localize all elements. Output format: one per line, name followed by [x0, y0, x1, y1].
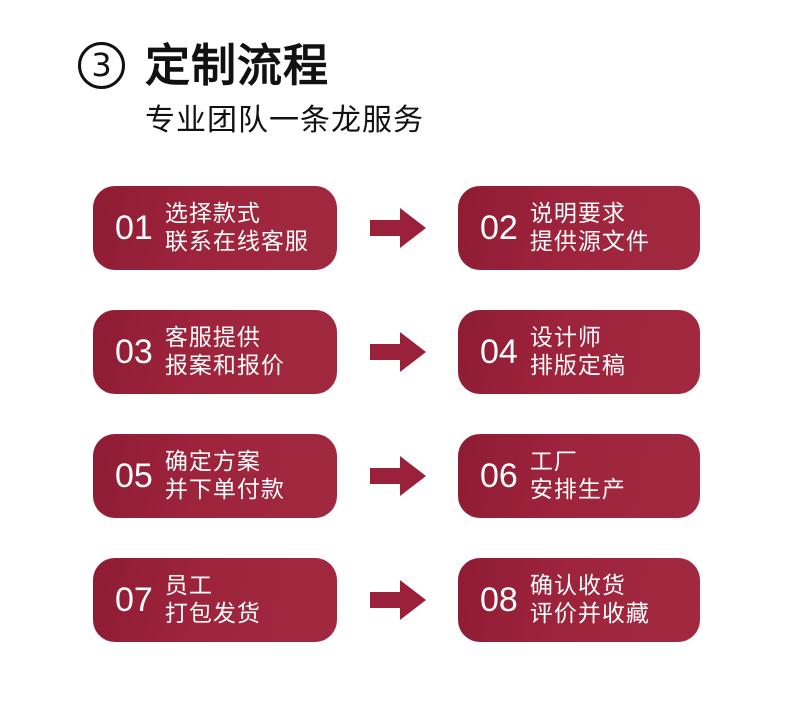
step-number: 08 — [480, 581, 518, 619]
step-box-04[interactable]: 04 设计师 排版定稿 — [458, 310, 700, 394]
step-box-06[interactable]: 06 工厂 安排生产 — [458, 434, 700, 518]
step-label-line1: 确认收货 — [529, 571, 626, 598]
step-label-line2: 报案和报价 — [164, 352, 285, 378]
step-label-line2: 打包发货 — [164, 600, 261, 626]
page-subtitle: 专业团队一条龙服务 — [145, 104, 424, 137]
step-number: 07 — [115, 581, 153, 619]
section-number-badge: 3 — [78, 41, 125, 89]
page-title: 定制流程 — [145, 39, 330, 91]
step-number: 02 — [480, 209, 518, 247]
header-title-line: 3 定制流程 — [78, 34, 678, 96]
flow-row: 05 确定方案 并下单付款 06 工厂 安排生产 — [0, 434, 790, 518]
step-label: 选择款式 联系在线客服 — [165, 199, 309, 257]
step-label-line2: 提供源文件 — [529, 228, 650, 254]
step-label-line2: 排版定稿 — [529, 352, 626, 378]
step-box-01[interactable]: 01 选择款式 联系在线客服 — [93, 186, 337, 270]
arrow-right-icon — [370, 454, 426, 498]
arrow-right-icon — [370, 206, 426, 250]
flow-row: 07 员工 打包发货 08 确认收货 评价并收藏 — [0, 558, 790, 642]
step-box-05[interactable]: 05 确定方案 并下单付款 — [93, 434, 337, 518]
step-number: 04 — [480, 333, 518, 371]
step-number: 01 — [115, 209, 153, 247]
step-box-02[interactable]: 02 说明要求 提供源文件 — [458, 186, 700, 270]
step-label-line1: 员工 — [164, 571, 213, 598]
step-box-03[interactable]: 03 客服提供 报案和报价 — [93, 310, 337, 394]
step-label: 设计师 排版定稿 — [530, 323, 626, 381]
step-box-07[interactable]: 07 员工 打包发货 — [93, 558, 337, 642]
step-label: 员工 打包发货 — [165, 571, 261, 629]
step-label-line1: 说明要求 — [529, 199, 626, 226]
step-label: 工厂 安排生产 — [530, 447, 626, 505]
arrow-right-icon — [370, 330, 426, 374]
page-header: 3 定制流程 专业团队一条龙服务 — [78, 34, 678, 149]
step-label: 客服提供 报案和报价 — [165, 323, 285, 381]
step-label-line1: 客服提供 — [164, 323, 261, 350]
step-number: 06 — [480, 457, 518, 495]
step-label-line2: 联系在线客服 — [164, 228, 309, 254]
step-box-08[interactable]: 08 确认收货 评价并收藏 — [458, 558, 700, 642]
step-label-line1: 选择款式 — [164, 199, 261, 226]
flow-row: 01 选择款式 联系在线客服 02 说明要求 提供源文件 — [0, 186, 790, 270]
step-number: 05 — [115, 457, 153, 495]
step-label-line2: 评价并收藏 — [529, 600, 650, 626]
step-label: 确定方案 并下单付款 — [165, 447, 285, 505]
step-label: 确认收货 评价并收藏 — [530, 571, 650, 629]
step-label-line2: 安排生产 — [529, 476, 626, 502]
step-label-line1: 工厂 — [529, 447, 578, 474]
step-number: 03 — [115, 333, 153, 371]
arrow-right-icon — [370, 578, 426, 622]
step-label-line1: 设计师 — [529, 323, 602, 350]
step-label-line1: 确定方案 — [164, 447, 261, 474]
flow-row: 03 客服提供 报案和报价 04 设计师 排版定稿 — [0, 310, 790, 394]
step-label: 说明要求 提供源文件 — [530, 199, 650, 257]
process-flow: 01 选择款式 联系在线客服 02 说明要求 提供源文件 03 客服提供 报案和… — [0, 186, 790, 682]
step-label-line2: 并下单付款 — [164, 476, 285, 502]
